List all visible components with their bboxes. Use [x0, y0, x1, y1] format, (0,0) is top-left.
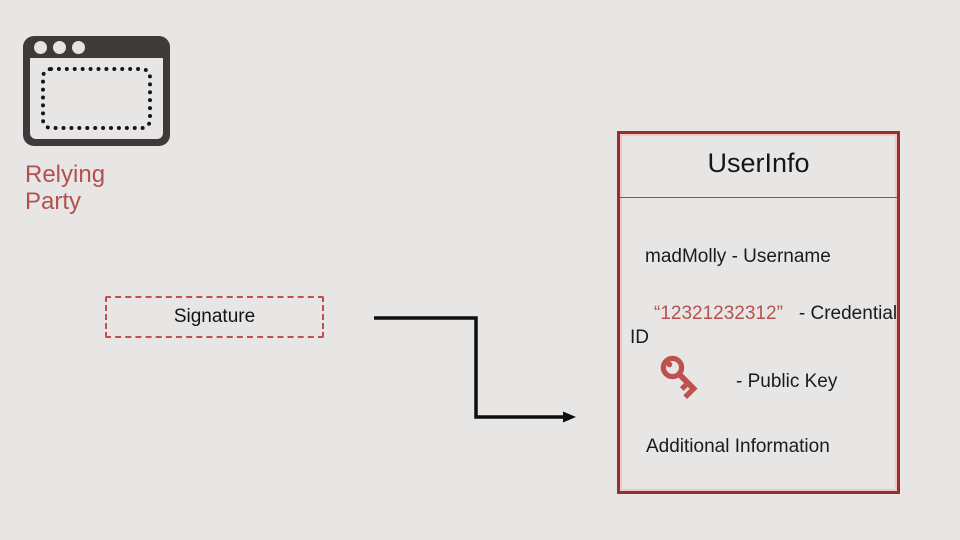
userinfo-title: UserInfo: [707, 148, 810, 178]
public-key-label: - Public Key: [736, 371, 838, 392]
title-divider: [620, 197, 897, 198]
signature-box: Signature: [105, 296, 324, 338]
credential-label: - Credential: [798, 303, 898, 324]
credential-id-value: “12321232312”: [654, 303, 783, 324]
browser-titlebar: [23, 36, 170, 58]
credential-label-line2: ID: [630, 327, 649, 348]
credential-row: “12321232312” - Credential ID: [630, 302, 898, 350]
placeholder-dashed-rect: [41, 67, 152, 130]
userinfo-panel: UserInfo madMolly - Username “1232123231…: [617, 131, 900, 494]
key-icon: [660, 355, 698, 400]
browser-viewport: [30, 58, 163, 139]
elbow-arrow-connector: [374, 316, 576, 423]
window-dot-icon: [34, 40, 47, 54]
relying-party-label: Relying Party: [25, 161, 106, 215]
username-row: madMolly - Username: [645, 246, 831, 267]
browser-window-icon: [23, 36, 170, 146]
window-dot-icon: [72, 40, 85, 54]
signature-label: Signature: [173, 306, 256, 327]
window-dot-icon: [53, 40, 66, 54]
additional-info-label: Additional Information: [646, 436, 830, 457]
